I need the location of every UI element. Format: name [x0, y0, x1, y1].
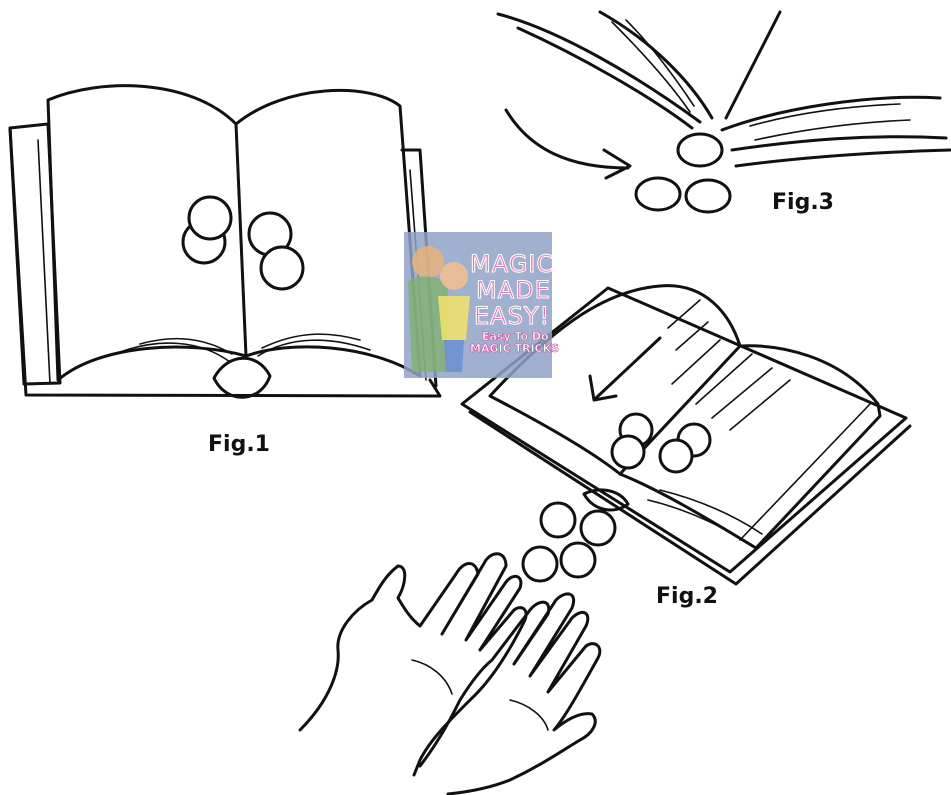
left-hand	[300, 554, 526, 775]
coin	[612, 436, 644, 468]
fig3-tilted-book	[498, 12, 950, 212]
watermark-title: MAGIC MADE EASY!	[470, 250, 563, 330]
fig1-label: Fig.1	[208, 432, 270, 457]
coin	[523, 547, 557, 581]
coin	[541, 503, 575, 537]
coin	[636, 178, 680, 210]
coin	[660, 440, 692, 472]
coin	[561, 543, 595, 577]
coin	[581, 511, 615, 545]
coin	[686, 180, 730, 212]
fig2-label: Fig.2	[656, 584, 718, 609]
coin	[261, 247, 303, 289]
fig1-open-book	[10, 86, 440, 398]
coin	[189, 197, 231, 239]
coin	[678, 134, 722, 166]
magic-made-easy-watermark: MAGIC MADE EASY! Easy To Do MAGIC TRICKS	[404, 232, 563, 378]
fig3-label: Fig.3	[772, 190, 834, 215]
watermark-subtitle: Easy To Do MAGIC TRICKS	[470, 330, 559, 355]
